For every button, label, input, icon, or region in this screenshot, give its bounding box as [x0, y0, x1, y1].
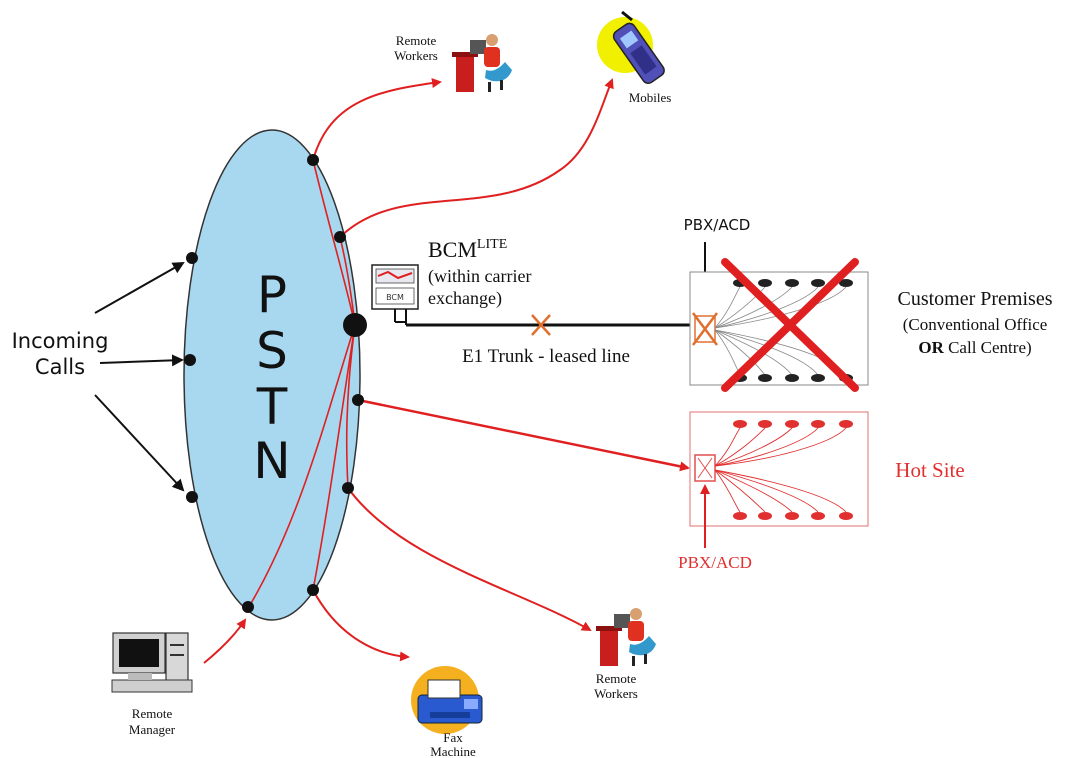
customer-premises-title: Customer Premises	[898, 288, 1053, 310]
customer-phone-wires	[714, 286, 847, 376]
internal-routing-lines	[249, 159, 356, 606]
remote-workers-top-line2: Workers	[394, 48, 438, 63]
pbx-top-switch	[694, 315, 716, 343]
pbx-bottom-label: PBX/ACD	[678, 553, 752, 572]
remote-manager-line2: Manager	[129, 722, 176, 737]
remote-workers-top-line1: Remote	[396, 33, 437, 48]
hot-site-phones-bottom	[733, 512, 853, 520]
connection-dots	[184, 154, 367, 613]
bcm-line2: (within carrier	[428, 266, 531, 287]
mobiles-label: Mobiles	[629, 90, 672, 105]
pstn-cloud	[183, 129, 361, 621]
pbx-hot-site-switch-x	[697, 457, 713, 479]
premises-failure-cross	[721, 258, 859, 392]
pstn-letter-t: T	[256, 378, 288, 436]
customer-premises-box	[689, 271, 869, 386]
remote-manager-line1: Remote	[132, 706, 173, 721]
pstn-letter-p: P	[257, 266, 287, 324]
remote-workers-bottom-line1: Remote	[596, 671, 637, 686]
fax-machine-icon	[411, 666, 483, 734]
incoming-calls-line1: Incoming	[12, 329, 109, 353]
hot-site-phone-wires	[714, 427, 847, 513]
fax-label-line2: Machine	[430, 744, 476, 758]
pstn-letter-s: S	[256, 322, 288, 380]
mobile-phone-icon	[597, 10, 665, 85]
customer-premises-line3: OR Call Centre)	[918, 338, 1031, 357]
incoming-arrows	[94, 262, 185, 492]
hot-site-phones-top	[733, 420, 853, 428]
computer-icon	[111, 632, 193, 693]
bcm-box-label: BCM	[386, 293, 404, 302]
remote-worker-icon	[452, 34, 512, 92]
outgoing-connections	[203, 78, 690, 664]
remote-worker-bottom-icon	[596, 608, 656, 666]
incoming-calls-line2: Calls	[35, 355, 85, 379]
bcm-device-icon: BCM	[371, 264, 419, 325]
hot-site-box	[689, 411, 869, 527]
pstn-letter-n: N	[253, 432, 290, 490]
customer-premises-line2: (Conventional Office	[903, 315, 1048, 334]
bcm-line3: exchange)	[428, 288, 502, 309]
pbx-top-label: PBX/ACD	[684, 216, 751, 234]
e1-trunk-label: E1 Trunk - leased line	[462, 346, 630, 367]
remote-workers-bottom-line2: Workers	[594, 686, 638, 701]
hot-site-label: Hot Site	[895, 458, 964, 482]
pbx-top-switch-cross	[692, 312, 718, 346]
trunk-break-marker	[531, 314, 551, 336]
pbx-hot-site-switch	[694, 454, 716, 482]
bcm-title: BCMLITE	[428, 237, 507, 262]
fax-label-line1: Fax	[443, 730, 463, 745]
